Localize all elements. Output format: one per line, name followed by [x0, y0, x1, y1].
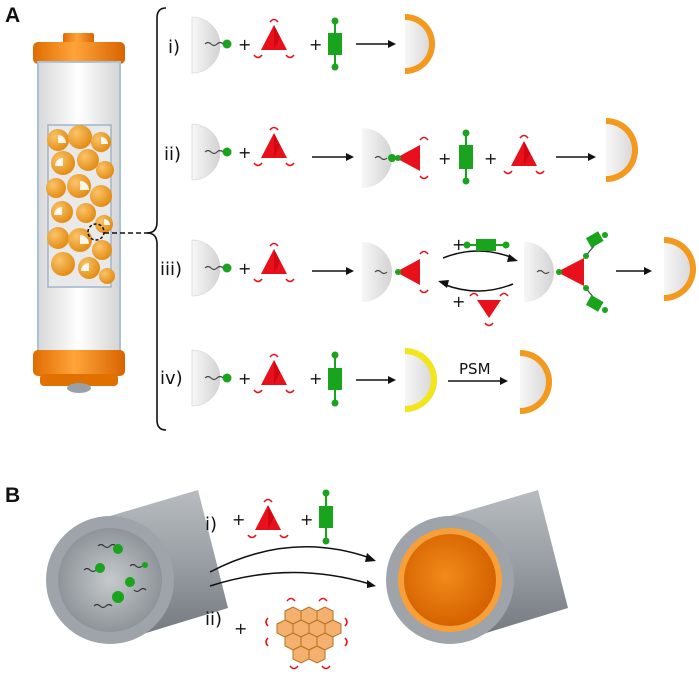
support-particle: [362, 128, 392, 188]
grafted-anchors: [83, 543, 148, 609]
plus-sign: +: [238, 35, 251, 54]
linear-linker: [463, 239, 510, 251]
plus-sign: +: [238, 369, 251, 388]
coated-lumen: [404, 534, 496, 626]
anchor-group: [222, 147, 232, 157]
row-label-ii: ii): [164, 144, 181, 165]
triangle-monomer: [253, 242, 295, 283]
orange-cof-shell: [606, 118, 638, 182]
support-particle: [362, 242, 392, 302]
cof-nanosheet: [276, 606, 342, 664]
support-particle: [191, 349, 221, 407]
nanosheet-end-groups: [265, 597, 348, 670]
bound-triangle-monomer: [395, 136, 429, 180]
reaction-arrow: [356, 376, 396, 384]
plus-sign: +: [300, 510, 313, 529]
support-particle: [191, 239, 221, 297]
plus-sign: +: [238, 143, 251, 162]
row-label-i: i): [168, 37, 180, 58]
plus-sign: +: [484, 149, 497, 168]
plus-sign: +: [238, 259, 251, 278]
orange-cof-shell: [520, 350, 552, 414]
linear-linker: [328, 17, 342, 71]
linker-chain: [204, 149, 224, 155]
linear-linker: [328, 351, 342, 407]
anchor-group: [222, 373, 232, 383]
column-top-cap: [33, 42, 125, 64]
support-particle: [191, 16, 221, 74]
support-particle: [191, 123, 221, 181]
row-ii: + + +: [191, 118, 638, 188]
yellow-cof-shell: [405, 348, 437, 412]
reaction-arrow: [356, 40, 396, 48]
reaction-arrow: [312, 153, 354, 161]
panel-b-letter: B: [5, 484, 20, 507]
row-label-iii: iii): [160, 259, 182, 280]
reaction-arrow: [556, 153, 596, 161]
plus-sign: +: [232, 510, 245, 529]
triangle-monomer-inverted: [469, 292, 509, 327]
linear-linker: [319, 489, 333, 545]
packed-column: [33, 33, 125, 393]
linear-linker: [459, 129, 473, 185]
packing-particles: [46, 125, 115, 284]
plus-sign: +: [438, 149, 451, 168]
route-arrows: [209, 546, 376, 588]
bound-triangle-monomer: [395, 250, 429, 294]
column-bottom-cap: [33, 350, 125, 376]
linker-chain: [204, 41, 224, 47]
psm-arrow: [448, 377, 508, 385]
orange-cof-shell: [405, 14, 435, 74]
orange-cof-shell: [664, 237, 696, 301]
column-top-nut: [63, 33, 94, 43]
row-iii: + +: [191, 231, 696, 327]
zoom-circle: [87, 223, 105, 241]
capillary-coated: [386, 490, 568, 644]
panel-a-letter: A: [5, 4, 20, 27]
route-label-i: i): [205, 514, 217, 535]
anchor-group: [222, 263, 232, 273]
route-i-reagents: + +: [232, 489, 333, 545]
capillary-uncoated: [46, 490, 228, 644]
linker-chain: [374, 269, 388, 275]
capillary-lumen: [58, 528, 162, 632]
triangle-monomer: [253, 126, 295, 167]
triangle-monomer: [253, 353, 295, 394]
plus-sign: +: [234, 619, 247, 638]
triangle-monomer: [253, 18, 295, 59]
psm-label: PSM: [459, 360, 491, 378]
reaction-arrow: [616, 267, 652, 275]
anchor-group: [222, 39, 232, 49]
linker-chain: [374, 155, 388, 161]
linker-chain: [204, 265, 224, 271]
route-label-ii: ii): [205, 609, 222, 630]
plus-sign: +: [309, 35, 322, 54]
route-ii-reagents: +: [234, 597, 348, 670]
linker-chain: [204, 375, 224, 381]
plus-sign: +: [309, 369, 322, 388]
plus-sign: +: [452, 292, 465, 311]
anchor-group: [388, 154, 396, 162]
triangle-monomer: [247, 498, 289, 539]
support-particle: [524, 242, 554, 302]
linker-chain: [536, 269, 550, 275]
growing-network-node: [556, 231, 608, 313]
reaction-arrow: [312, 267, 354, 275]
equilibrium-arrows: [438, 250, 518, 292]
row-iv: + + PSM: [191, 348, 552, 414]
row-i: + +: [191, 14, 435, 74]
row-label-iv: iv): [160, 368, 183, 389]
plus-sign: +: [452, 235, 465, 254]
column-outlet: [67, 383, 91, 393]
triangle-monomer: [503, 134, 545, 175]
column-bottom-ring: [40, 374, 118, 386]
reaction-brace: [146, 7, 167, 431]
